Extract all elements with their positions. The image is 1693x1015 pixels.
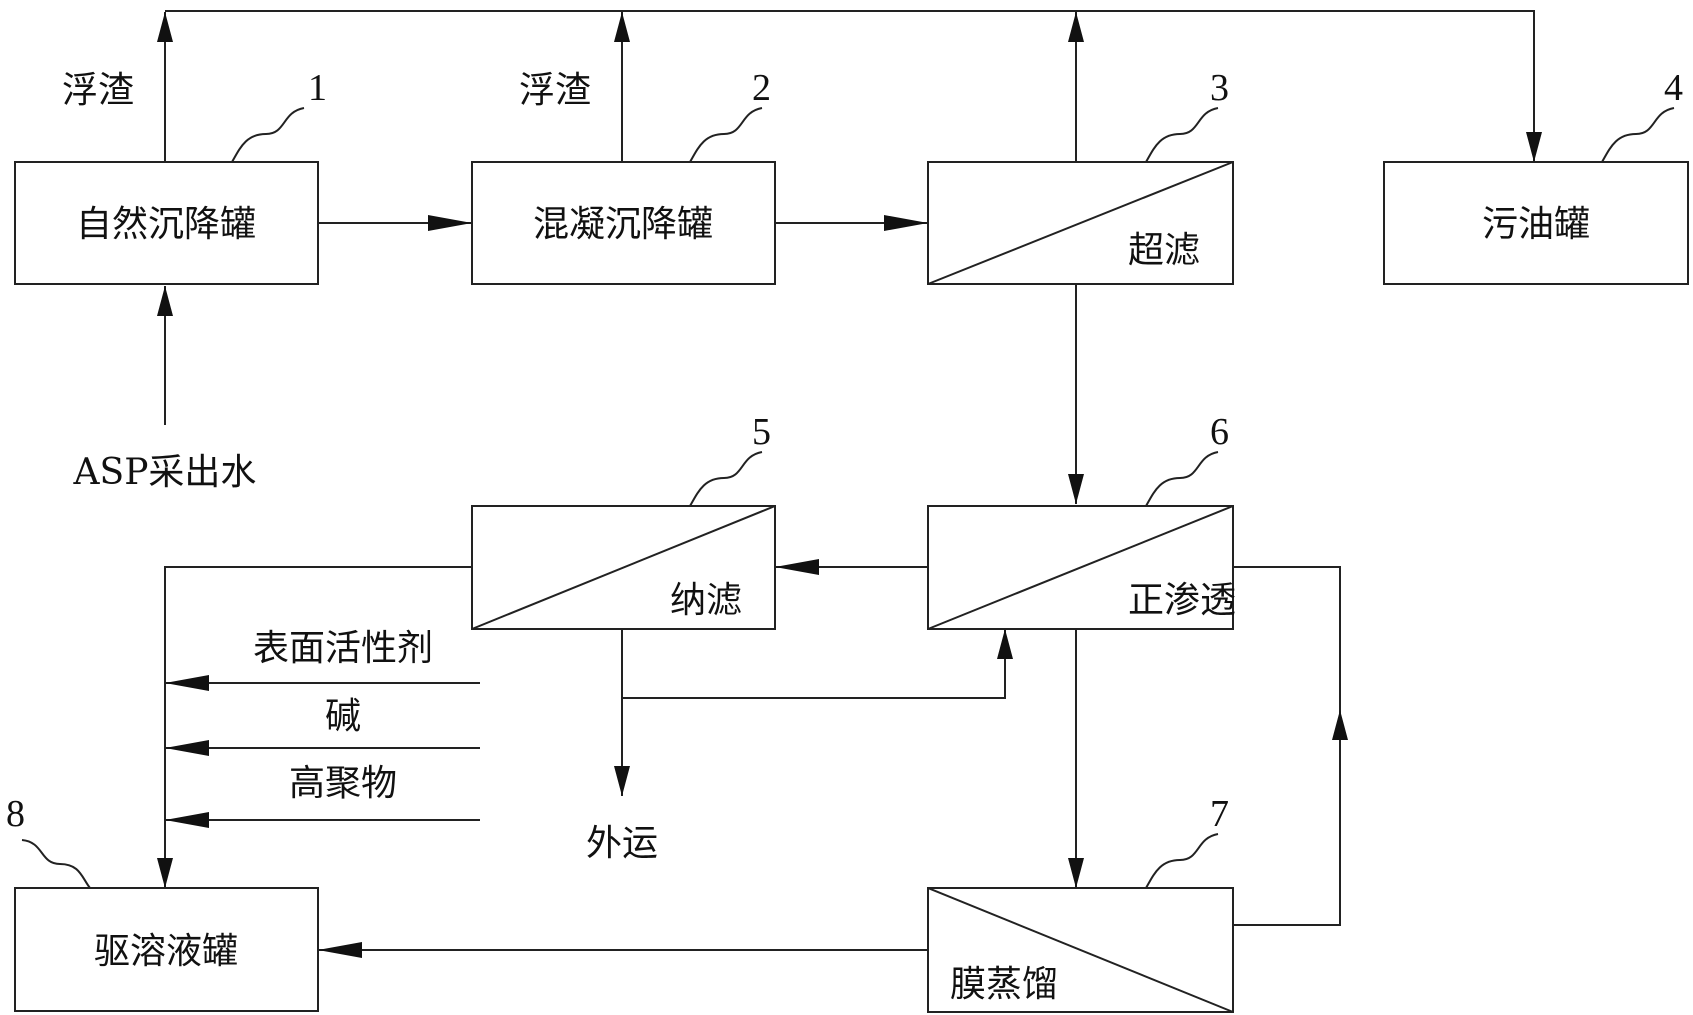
node-n4-number: 4 [1664,67,1683,109]
label-polymer: 高聚物 [289,763,397,804]
leader-n7 [1145,833,1219,889]
leader-n2 [689,107,763,163]
node-n1-label: 自然沉降罐 [76,204,256,245]
node-n8-label: 驱溶液罐 [94,931,238,972]
membrane-diagonal [927,887,1234,1013]
leader-n8 [21,839,91,889]
node-n4: 污油罐 [1383,161,1689,285]
edge-bus-n4 [165,10,1542,162]
membrane-diagonal [927,161,1234,285]
edge-n5-n8 [157,566,472,888]
label-feed: ASP采出水 [73,452,257,493]
node-n5: 纳滤 [471,505,776,630]
label-alkali: 碱 [325,696,361,737]
node-n2-number: 2 [752,67,771,109]
leader-n4 [1601,107,1675,163]
leader-n3 [1145,107,1219,163]
edge-n5-n6 [622,629,1013,699]
leader-n6 [1145,451,1219,507]
node-n7-label: 膜蒸馏 [950,964,1058,1005]
label-scum2: 浮渣 [519,70,591,111]
node-n5-label: 纳滤 [670,580,742,621]
node-n3: 超滤 [927,161,1234,285]
leader-n5 [689,451,763,507]
node-n5-number: 5 [752,411,771,453]
edge-n7-n6 [1233,566,1341,926]
node-n1-number: 1 [308,67,327,109]
node-n1: 自然沉降罐 [14,161,319,285]
node-n4-label: 污油罐 [1482,204,1590,245]
node-n8-number: 8 [6,793,25,835]
node-n7: 膜蒸馏 [927,887,1234,1013]
membrane-diagonal [927,505,1234,630]
node-n2: 混凝沉降罐 [471,161,776,285]
node-n2-label: 混凝沉降罐 [533,204,713,245]
node-n6-label: 正渗透 [1128,580,1236,621]
node-n6-number: 6 [1210,411,1229,453]
label-scum1: 浮渣 [62,70,134,111]
label-surfactant: 表面活性剂 [253,628,433,669]
node-n3-number: 3 [1210,67,1229,109]
label-export: 外运 [586,823,658,864]
membrane-diagonal [471,505,776,630]
node-n3-label: 超滤 [1128,230,1200,271]
leader-n1 [231,107,305,163]
node-n8: 驱溶液罐 [14,887,319,1012]
node-n6: 正渗透 [927,505,1236,630]
node-n7-number: 7 [1210,793,1229,835]
